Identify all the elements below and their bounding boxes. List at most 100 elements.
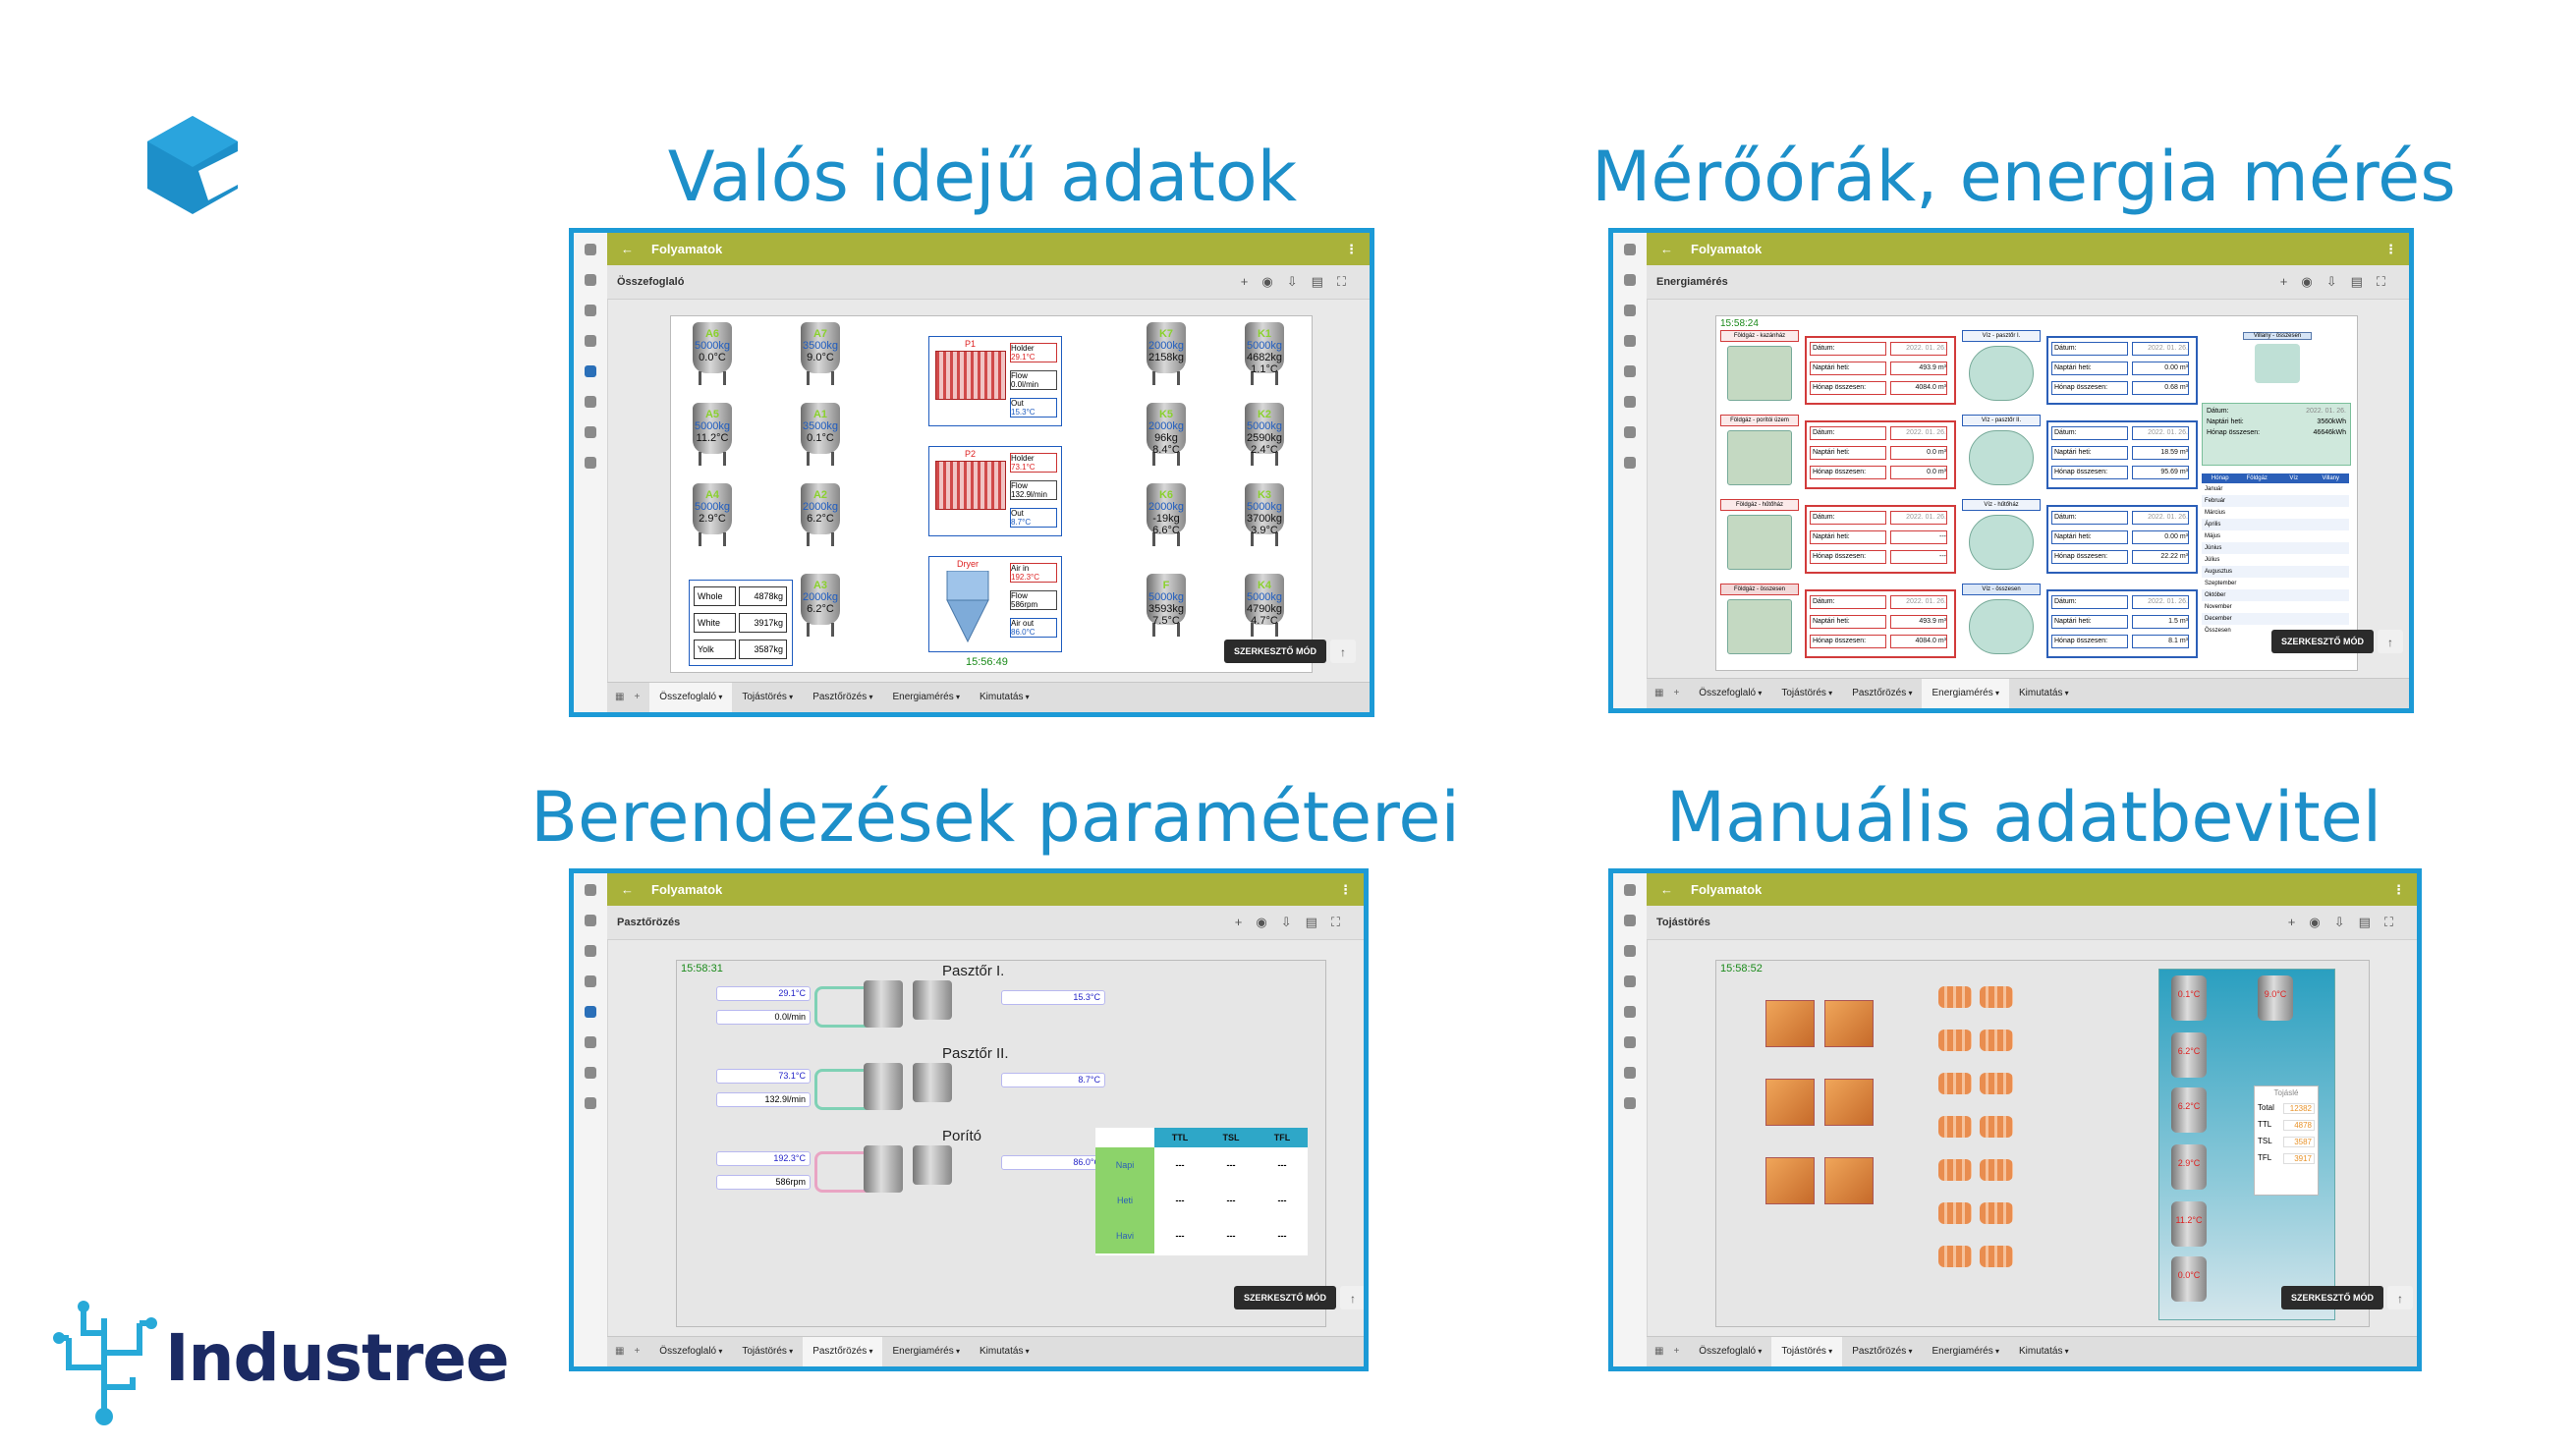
summary-key: White	[694, 613, 736, 633]
tank-body-icon	[1147, 483, 1186, 534]
tab-2[interactable]: Pasztőrözés	[1842, 1337, 1922, 1366]
back-arrow-icon[interactable]: ←	[621, 882, 634, 897]
add-tab-icon[interactable]: +	[634, 1346, 641, 1357]
egg-tray-icon	[1980, 1116, 2013, 1138]
summary-key: Whole	[694, 586, 736, 606]
gas-meter-icon	[1727, 430, 1792, 485]
water-meter-icon	[1969, 599, 2034, 654]
tank-name: K2	[1257, 409, 1272, 420]
meter-value: 2022. 01. 26.	[2132, 426, 2189, 440]
tab-1[interactable]: Tojástörés	[1771, 679, 1842, 708]
meter-row: Hónap összesen:95.69 m³	[2051, 466, 2189, 479]
month-name: Július	[2205, 557, 2220, 563]
tab-0[interactable]: Összefoglaló	[1689, 1337, 1771, 1366]
tank-body-icon	[801, 483, 840, 534]
toolbar-icons[interactable]: +◉⇩▤⛶	[2287, 915, 2407, 929]
side-rail	[1613, 873, 1648, 1366]
tab-3[interactable]: Energiamérés	[882, 683, 970, 712]
tab-2[interactable]: Pasztőrözés	[1842, 679, 1922, 708]
tab-2[interactable]: Pasztőrözés	[803, 1337, 883, 1366]
menu-kebab-icon[interactable]: ⋮	[2384, 242, 2397, 256]
tojasle-value: 4878	[2283, 1120, 2315, 1131]
arrow-up-icon[interactable]: ↑	[1330, 640, 1357, 663]
tab-3[interactable]: Energiamérés	[1922, 1337, 2009, 1366]
tank-icon	[913, 1145, 952, 1185]
tank-value: 2.9°C	[699, 513, 726, 525]
tank-leg	[699, 452, 701, 466]
menu-kebab-icon[interactable]: ⋮	[1339, 882, 1352, 897]
tab-3[interactable]: Energiamérés	[882, 1337, 970, 1366]
arrow-up-icon[interactable]: ↑	[2378, 630, 2404, 653]
tank-leg	[1152, 452, 1155, 466]
toolbar-icons[interactable]: +◉⇩▤⛶	[2279, 274, 2399, 289]
tab-3[interactable]: Energiamérés	[1922, 679, 2009, 708]
tab-1[interactable]: Tojástörés	[732, 1337, 803, 1366]
page-toolbar: Pasztőrözés+◉⇩▤⛶	[607, 906, 1364, 940]
tank-body-icon	[1245, 483, 1284, 534]
tab-1[interactable]: Tojástörés	[1771, 1337, 1843, 1366]
meter-label: Dátum:	[1810, 595, 1886, 609]
electric-meter-icon	[2255, 344, 2300, 383]
back-arrow-icon[interactable]: ←	[1660, 242, 1673, 256]
grid-icon[interactable]: ▦	[1654, 688, 1664, 698]
month-name: Október	[2205, 592, 2226, 598]
meter-block: Földgáz - kazánház	[1720, 330, 1799, 407]
egg-tray-icon	[1980, 1202, 2013, 1224]
back-arrow-icon[interactable]: ←	[621, 242, 634, 256]
meter-label: Hónap összesen:	[2051, 550, 2128, 564]
meter-value: 2022. 01. 26.	[2132, 595, 2189, 609]
toolbar-icons[interactable]: +◉⇩▤⛶	[1234, 915, 1354, 929]
egg-tray-icon	[1980, 1030, 2013, 1051]
tab-2[interactable]: Pasztőrözés	[803, 683, 882, 712]
toolbar-icons[interactable]: +◉⇩▤⛶	[1240, 274, 1360, 289]
add-tab-icon[interactable]: +	[1673, 1346, 1680, 1357]
month-row: December	[2202, 613, 2349, 625]
grid-icon[interactable]: ▦	[615, 1346, 625, 1357]
menu-kebab-icon[interactable]: ⋮	[2392, 882, 2405, 897]
egg-tray-icon	[1938, 1116, 1972, 1138]
edit-mode-button[interactable]: SZERKESZTŐ MÓD↑	[2271, 630, 2404, 653]
add-tab-icon[interactable]: +	[1673, 688, 1680, 698]
tab-4[interactable]: Kimutatás	[970, 683, 1039, 712]
tab-4[interactable]: Kimutatás	[2009, 1337, 2079, 1366]
back-arrow-icon[interactable]: ←	[1660, 882, 1673, 897]
arrow-up-icon[interactable]: ↑	[2387, 1286, 2414, 1309]
tank-value: 4682kg 1.1°C	[1246, 352, 1283, 375]
edit-mode-button[interactable]: SZERKESZTŐ MÓD↑	[2281, 1286, 2414, 1309]
meter-value: 0.0 m³	[1890, 466, 1947, 479]
tab-bar: ▦ + ÖsszefoglalóTojástörésPasztőrözésEnerg…	[1647, 1336, 2417, 1366]
menu-kebab-icon[interactable]: ⋮	[1345, 242, 1358, 256]
unit-flow-readout: 132.9l/min	[716, 1092, 811, 1107]
edit-mode-button[interactable]: SZERKESZTŐ MÓD↑	[1234, 1286, 1364, 1309]
grid-icon[interactable]: ▦	[1654, 1346, 1664, 1357]
unit-temp-readout: 29.1°C	[716, 986, 811, 1001]
tank-temp: 11.2°C	[2175, 1215, 2203, 1225]
grid-icon[interactable]: ▦	[615, 692, 625, 702]
meter-row: Hónap összesen:22.22 m³	[2051, 550, 2189, 564]
arrow-up-icon[interactable]: ↑	[1340, 1286, 1364, 1309]
tab-1[interactable]: Tojástörés	[732, 683, 803, 712]
unit-name: Pasztőr II.	[942, 1045, 1009, 1062]
meter-row: Hónap összesen:0.68 m³	[2051, 381, 2189, 395]
tab-0[interactable]: Összefoglaló	[649, 1337, 732, 1366]
tank-leg	[831, 532, 834, 546]
meter-label: Hónap összesen:	[1810, 635, 1886, 648]
tab-4[interactable]: Kimutatás	[970, 1337, 1039, 1366]
add-tab-icon[interactable]: +	[634, 692, 641, 702]
tank-capacity: 5000kg	[694, 501, 731, 513]
tank-icon: 6.2°C	[2171, 1032, 2207, 1078]
tank-leg	[807, 532, 810, 546]
month-row: Június	[2202, 542, 2349, 554]
edit-mode-button[interactable]: SZERKESZTŐ MÓD↑	[1224, 640, 1357, 663]
app-title: Folyamatok	[651, 242, 723, 256]
water-meter-icon	[1969, 430, 2034, 485]
tab-0[interactable]: Összefoglaló	[649, 683, 733, 712]
tab-4[interactable]: Kimutatás	[2009, 679, 2079, 708]
meter-label: Dátum:	[1810, 342, 1886, 356]
tab-0[interactable]: Összefoglaló	[1689, 679, 1771, 708]
tank-icon: 0.0°C	[2171, 1256, 2207, 1302]
